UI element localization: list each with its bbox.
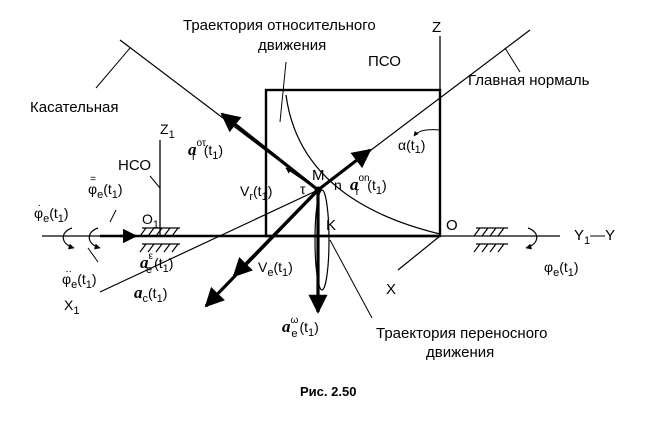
y1-y-axis-label: Y1—Y xyxy=(574,227,615,247)
z-axis-label: Z xyxy=(432,19,441,36)
transport-trajectory-label-1: Траектория переносного xyxy=(376,325,548,342)
tangent-leader xyxy=(95,47,131,89)
figure-caption: Рис. 2.50 xyxy=(300,384,356,399)
ve-label: Ve(t1) xyxy=(258,259,293,279)
vr-vector xyxy=(285,167,319,191)
point-m-label: M xyxy=(312,167,325,184)
ar-tau-vector xyxy=(220,112,319,192)
nso-leader xyxy=(149,175,161,189)
main-normal-leader xyxy=(504,47,521,73)
transport-trajectory-label-2: движения xyxy=(426,344,494,361)
o1-label: O1 xyxy=(142,211,159,231)
left-rotation-arrow xyxy=(62,227,75,250)
k-label: K xyxy=(326,217,336,234)
phi-leader-2 xyxy=(109,209,117,223)
main-normal-label: Главная нормаль xyxy=(468,72,590,89)
origin-o-label: O xyxy=(446,217,458,234)
relative-trajectory-label-2: движения xyxy=(258,37,326,54)
vr-label: Vr(t1) xyxy=(240,183,272,203)
tangent-label: Касательная xyxy=(30,99,118,116)
point-m xyxy=(314,186,322,194)
moving-frame-rect xyxy=(264,88,442,238)
x-axis-line xyxy=(397,235,441,271)
transport-trajectory-ellipse xyxy=(314,189,330,291)
phi-right-label: φe(t1) xyxy=(544,259,579,279)
ve-vector xyxy=(267,189,319,241)
x-axis-label: X xyxy=(386,281,396,298)
alpha-label: α(t1) xyxy=(398,137,425,156)
ac-label: ac(t1) xyxy=(134,283,167,305)
alpha-arc xyxy=(413,129,441,137)
phi-dot-label: ·φe(t1) xyxy=(34,200,69,225)
tau-label: τ xyxy=(300,181,306,197)
relative-trajectory-leader xyxy=(279,61,287,123)
pso-label: ПСО xyxy=(368,53,401,70)
relative-trajectory-curve xyxy=(285,94,441,235)
n-label: n xyxy=(334,177,342,193)
phi-ddot-label: ··φe(t1) xyxy=(62,266,97,291)
x1-axis-label: X1 xyxy=(64,297,79,317)
right-rotation-arrow xyxy=(525,227,538,250)
phi-bar-ddot-label: =φe(t1) xyxy=(88,174,123,201)
transport-trajectory-leader xyxy=(329,239,373,319)
ar-n-vector xyxy=(317,148,372,192)
x1-axis-line xyxy=(99,189,319,293)
left-rotation-arrow-2 xyxy=(88,227,101,250)
left-support-hatch xyxy=(139,227,180,253)
right-support-hatch xyxy=(473,227,508,253)
z1-label: Z1 xyxy=(160,121,175,141)
phi-leader xyxy=(87,247,99,263)
relative-trajectory-label-1: Траектория относительного xyxy=(183,17,376,34)
nso-label: НСО xyxy=(118,157,151,174)
